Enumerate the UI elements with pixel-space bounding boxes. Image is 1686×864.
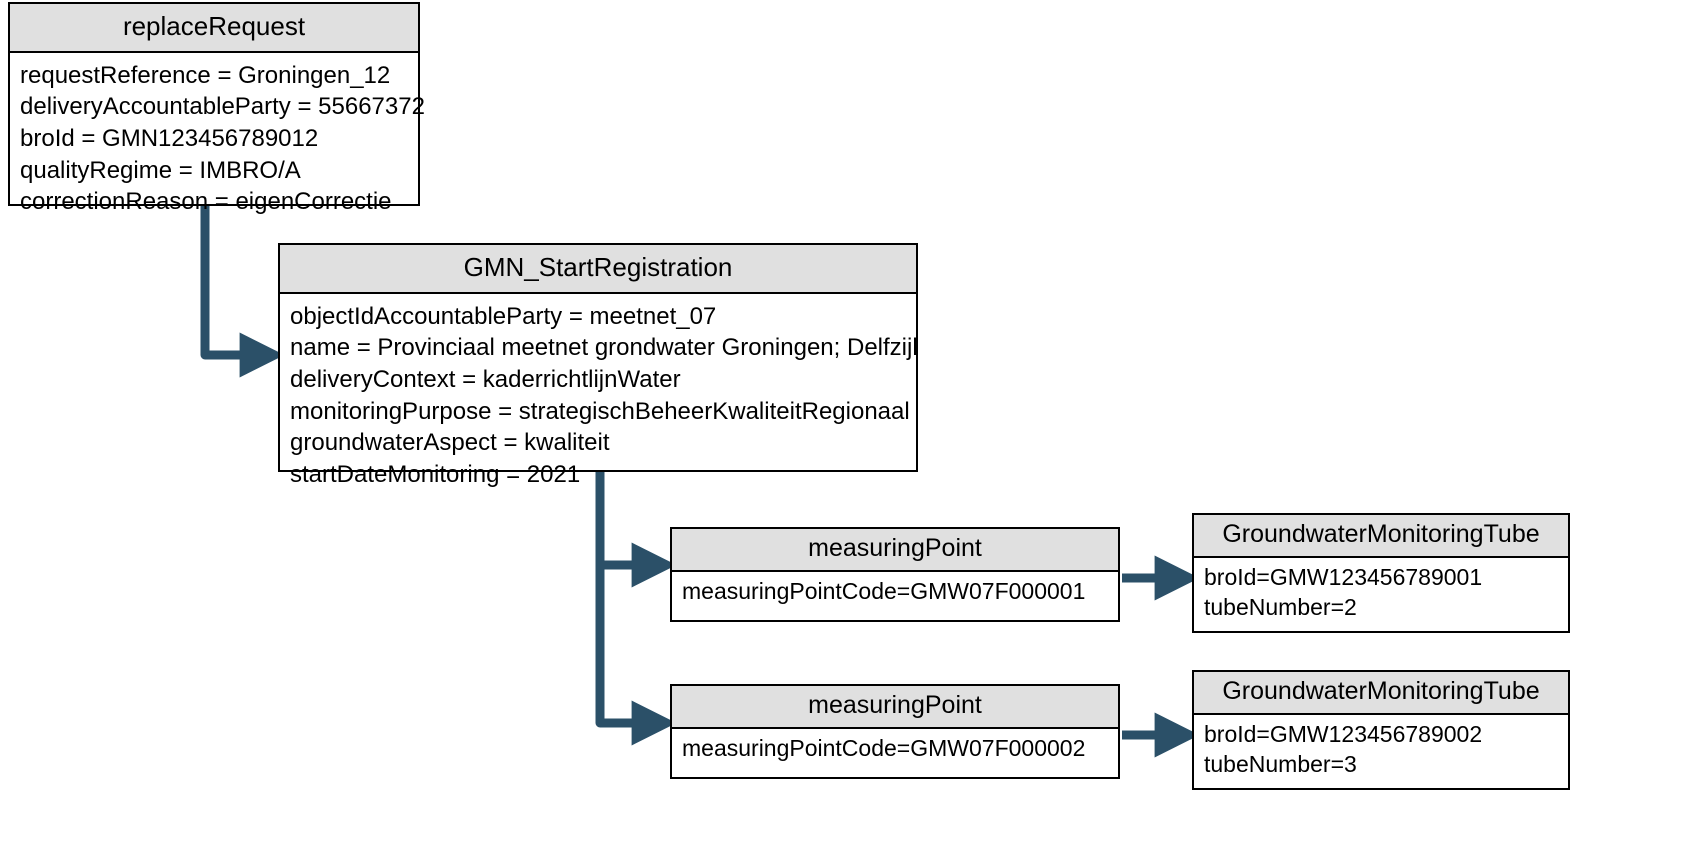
attribute-row: broId=GMW123456789001 bbox=[1204, 564, 1483, 591]
connector-start-registration-to-measuring-point-2 bbox=[595, 470, 677, 746]
node-groundwater-monitoring-tube-1[interactable]: GroundwaterMonitoringTube broId=GMW12345… bbox=[1192, 513, 1570, 633]
node-measuring-point-1[interactable]: measuringPoint measuringPointCode=GMW07F… bbox=[670, 527, 1120, 622]
node-start-registration-header: GMN_StartRegistration bbox=[280, 245, 916, 294]
attribute-row: objectIdAccountableParty = meetnet_07 bbox=[290, 302, 717, 330]
attribute-row: qualityRegime = IMBRO/A bbox=[20, 156, 301, 184]
node-start-registration-attributes: objectIdAccountableParty = meetnet_07 na… bbox=[280, 294, 918, 500]
attribute-row: groundwaterAspect = kwaliteit bbox=[290, 429, 610, 457]
connector-replace-request-to-start-registration bbox=[200, 206, 285, 378]
node-replace-request-header: replaceRequest bbox=[10, 4, 418, 53]
attribute-row: startDateMonitoring = 2021 bbox=[290, 460, 581, 488]
attribute-row: requestReference = Groningen_12 bbox=[20, 61, 391, 89]
attribute-row: tubeNumber=3 bbox=[1204, 750, 1357, 777]
attribute-row: correctionReason = eigenCorrectie bbox=[20, 188, 392, 216]
attribute-row: name = Provinciaal meetnet grondwater Gr… bbox=[290, 334, 918, 362]
node-measuring-point-2-header: measuringPoint bbox=[672, 686, 1118, 730]
node-measuring-point-2-attributes: measuringPointCode=GMW07F000002 bbox=[672, 729, 1118, 770]
attribute-row: tubeNumber=2 bbox=[1204, 593, 1357, 620]
node-start-registration[interactable]: GMN_StartRegistration objectIdAccountabl… bbox=[278, 243, 918, 488]
node-groundwater-monitoring-tube-2-header: GroundwaterMonitoringTube bbox=[1194, 672, 1568, 716]
attribute-row: broId=GMW123456789002 bbox=[1204, 721, 1483, 748]
attribute-row: monitoringPurpose = strategischBeheerKwa… bbox=[290, 397, 910, 425]
node-groundwater-monitoring-tube-2-attributes: broId=GMW123456789002 tubeNumber=3 bbox=[1194, 715, 1568, 786]
attribute-row: deliveryContext = kaderrichtlijnWater bbox=[290, 365, 681, 393]
node-groundwater-monitoring-tube-1-attributes: broId=GMW123456789001 tubeNumber=2 bbox=[1194, 558, 1568, 629]
node-replace-request-attributes: requestReference = Groningen_12 delivery… bbox=[10, 53, 425, 227]
node-replace-request[interactable]: replaceRequest requestReference = Gronin… bbox=[8, 2, 425, 215]
node-measuring-point-2[interactable]: measuringPoint measuringPointCode=GMW07F… bbox=[670, 684, 1120, 779]
attribute-row: deliveryAccountableParty = 55667372 bbox=[20, 93, 425, 121]
node-groundwater-monitoring-tube-2[interactable]: GroundwaterMonitoringTube broId=GMW12345… bbox=[1192, 670, 1570, 790]
attribute-row: broId = GMN123456789012 bbox=[20, 124, 319, 152]
attribute-row: measuringPointCode=GMW07F000002 bbox=[682, 735, 1086, 762]
node-measuring-point-1-header: measuringPoint bbox=[672, 529, 1118, 573]
node-groundwater-monitoring-tube-1-header: GroundwaterMonitoringTube bbox=[1194, 515, 1568, 559]
node-measuring-point-1-attributes: measuringPointCode=GMW07F000001 bbox=[672, 572, 1118, 613]
attribute-row: measuringPointCode=GMW07F000001 bbox=[682, 578, 1086, 605]
